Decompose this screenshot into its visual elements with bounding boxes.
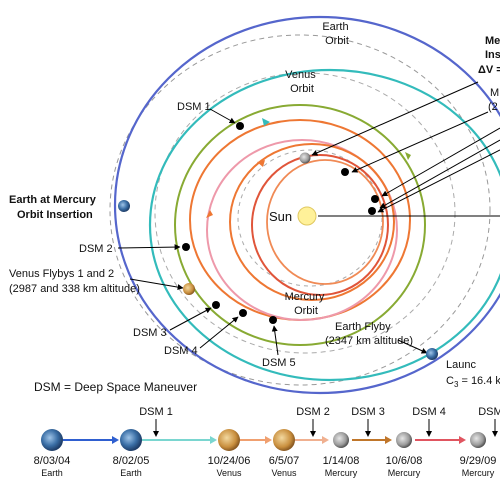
trajectory-red-inner [251, 154, 389, 296]
dsm2-arrow [117, 244, 181, 251]
timeline-dsm-arrowhead [426, 431, 432, 437]
sun-label: Sun [269, 209, 292, 224]
dsm3-dot [212, 301, 220, 309]
dsm5-arrow [271, 325, 279, 356]
timeline-mercury-icon [396, 432, 412, 448]
timeline-segment-arrowhead-5 [385, 436, 392, 444]
timeline-body: Venus [216, 468, 242, 478]
dsm3-arrow [169, 307, 212, 331]
timeline-date: 10/24/06 [208, 455, 251, 467]
timeline-earth-icon [41, 429, 63, 451]
moi-arrow [311, 81, 479, 156]
trajectory-earth-blue [113, 15, 500, 395]
dsm2-label: DSM 2 [79, 243, 113, 255]
timeline-segment-arrowhead-3 [265, 436, 272, 444]
dsm1-arrow [209, 108, 236, 124]
earth-flyby-label: Earth Flyby (2347 km altitude) [325, 321, 413, 347]
earth-moi-label: Earth at Mercury Orbit Insertion [9, 194, 99, 221]
timeline-date: 9/29/09 [460, 455, 497, 467]
timeline-body: Venus [271, 468, 297, 478]
dsm1-dot [236, 122, 244, 130]
timeline-dsm-label: DSM 1 [139, 406, 173, 418]
trajectory-pink [206, 139, 398, 321]
dsm2-dot [182, 243, 190, 251]
dsm4-label: DSM 4 [164, 345, 198, 357]
timeline-body: Mercury [388, 468, 421, 478]
trajectory-olive [174, 104, 426, 346]
timeline-segment-arrowhead-1 [112, 436, 119, 444]
timeline-dsm-label: DSM 5 [478, 406, 500, 418]
launch-c3-label: C3 = 16.4 km [446, 375, 500, 389]
timeline-dsm-arrowhead [153, 431, 159, 437]
timeline-earth-icon [120, 429, 142, 451]
earth-flyby-arrow [397, 339, 428, 354]
earth-flyby-planet [426, 348, 438, 360]
timeline-dsm-arrowhead [310, 431, 316, 437]
earth-orbit-dashed [109, 34, 491, 386]
m-arrow-1 [351, 111, 489, 173]
cyan-arrowhead [262, 118, 270, 126]
dsm-definition: DSM = Deep Space Maneuver [34, 380, 197, 394]
timeline-body: Mercury [325, 468, 358, 478]
m-label: M (2 [488, 87, 500, 113]
timeline-dsm-label: DSM 4 [412, 406, 446, 418]
timeline-date: 8/02/05 [113, 455, 150, 467]
trajectory-orange-inner [266, 159, 384, 285]
dsm1-label: DSM 1 [177, 101, 211, 113]
timeline-venus-icon [218, 429, 240, 451]
timeline-segment-arrowhead-6 [459, 436, 466, 444]
earth-orbit-label: Earth Orbit [322, 21, 351, 47]
venus-flybys-label: Venus Flybys 1 and 2 (2987 and 338 km al… [9, 268, 140, 295]
timeline-venus-icon [273, 429, 295, 451]
timeline-date: 6/5/07 [269, 455, 300, 467]
trajectory-orange-mid [229, 143, 395, 301]
orange-arrowhead [206, 210, 213, 218]
sun [297, 206, 317, 226]
venus-orbit-dashed [154, 72, 456, 354]
moi-dot-3 [368, 207, 376, 215]
timeline-mercury-icon [333, 432, 349, 448]
venus-flybys-arrow [129, 278, 184, 291]
dsm5-dot [269, 316, 277, 324]
orange-arrowhead-2 [257, 160, 265, 167]
timeline-body: Mercury [462, 468, 495, 478]
moi-dot-1 [341, 168, 349, 176]
timeline-dsm-arrowhead [365, 431, 371, 437]
timeline-date: 10/6/08 [386, 455, 423, 467]
olive-arrowhead [405, 152, 411, 160]
dsm4-dot [239, 309, 247, 317]
timeline-dsm-arrowhead [492, 431, 498, 437]
timeline-segment-arrowhead-2 [210, 436, 217, 444]
timeline-mercury-icon [470, 432, 486, 448]
mercury-planet [299, 152, 311, 164]
timeline-body: Earth [120, 468, 142, 478]
trajectory-cyan [148, 68, 500, 382]
earth-moi-planet [118, 200, 130, 212]
moi-label: Me Ins ΔV = [478, 35, 500, 76]
timeline-segment-arrowhead-4 [322, 436, 329, 444]
moi-dot-2 [371, 195, 379, 203]
venus-planet [183, 283, 195, 295]
mercury-orbit-label: Mercury Orbit [285, 291, 328, 317]
dsm5-label: DSM 5 [262, 357, 296, 369]
timeline-dsm-label: DSM 2 [296, 406, 330, 418]
dsm3-label: DSM 3 [133, 327, 167, 339]
timeline: 8/03/04Earth8/02/05Earth10/24/06Venus6/5… [34, 406, 500, 478]
m-arrow-4 [377, 149, 500, 213]
timeline-body: Earth [41, 468, 63, 478]
timeline-dsm-label: DSM 3 [351, 406, 385, 418]
m-arrow-3 [379, 139, 500, 209]
venus-orbit-label: Venus Orbit [285, 69, 319, 95]
dsm4-arrow [199, 316, 239, 349]
launch-label: Launc [446, 359, 476, 371]
timeline-date: 8/03/04 [34, 455, 71, 467]
m-arrow-2 [381, 127, 500, 197]
timeline-date: 1/14/08 [323, 455, 360, 467]
